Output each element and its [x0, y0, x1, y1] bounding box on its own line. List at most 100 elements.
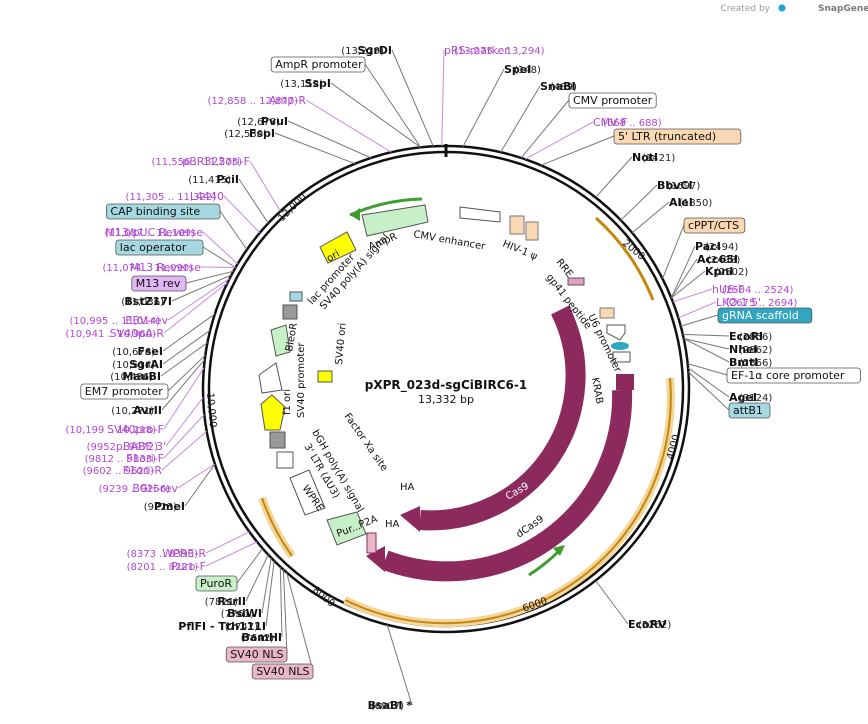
- pos-rsrii-31: (7821): [205, 597, 238, 608]
- ampr-feature: [361, 204, 429, 237]
- left-label-pbabe-3-23[interactable]: pBABE 3'(9952 .. 9972): [87, 440, 166, 453]
- right-label-ef-1-core-promoter-19[interactable]: EF-1α core promoter: [726, 367, 861, 384]
- left-label-m13-puc-reverse-10[interactable]: M13/pUC Reverse(11,087 .. 11,109): [105, 226, 204, 239]
- left-label-lac-operator-11[interactable]: lac operator: [115, 239, 204, 256]
- left-label-pcii-7[interactable]: PciI(11,415): [188, 173, 239, 186]
- box-text-cmv-promoter-3: CMV promoter: [573, 94, 653, 107]
- leader-cmv-promoter-3: [520, 99, 570, 159]
- inner-bleor: BleoR: [284, 322, 300, 352]
- left-label-sgrai-18[interactable]: SgrAI(10,514): [112, 358, 163, 371]
- name-bmti-18: BmtI: [729, 356, 758, 369]
- pos-agei-20: (3124): [739, 393, 772, 404]
- left-label-puror-30[interactable]: PuroR: [195, 575, 238, 592]
- right-label-bbvci-7[interactable]: BbvCI(1697): [657, 179, 700, 192]
- pos-cmv-f-4: (668 .. 688): [603, 118, 662, 129]
- left-label-sv40-nls-36[interactable]: SV40 NLS: [251, 663, 314, 680]
- brand-created-by: Created by: [720, 4, 770, 14]
- box-sv40-nls-36: [251, 663, 314, 680]
- left-label-rsrii-31[interactable]: RsrII(7821): [205, 595, 246, 608]
- right-label-snabi-2[interactable]: SnaBI(489): [540, 80, 577, 93]
- pos-m13-puc-reverse-10: (11,087 .. 11,109): [105, 228, 196, 239]
- right-label-ecori-16[interactable]: EcoRI(2856): [729, 330, 772, 343]
- name-sgrai-18: SgrAI: [129, 358, 163, 371]
- right-label-cppt-cts-9[interactable]: cPPT/CTS: [683, 217, 746, 234]
- leader-lines: [160, 49, 730, 706]
- right-label-grna-scaffold-15[interactable]: gRNA scaffold: [717, 307, 813, 324]
- pos-sgrdi-0: (13,229): [341, 46, 384, 57]
- right-label-alei-8[interactable]: AleI(1850): [669, 196, 712, 209]
- left-label-l4440-8[interactable]: L4440(11,305 .. 11,322): [126, 190, 225, 203]
- left-label-bamhi-34[interactable]: BamHI(7642): [241, 631, 282, 644]
- right-label-paci-10[interactable]: PacI(2494): [695, 240, 738, 253]
- name-l4440-8: L4440: [190, 190, 224, 203]
- box-text-cap-binding-site-9: CAP binding site: [110, 205, 200, 218]
- left-label-sv40pro-f-22[interactable]: SV40pro-F(10,199 .. 10,218): [66, 423, 165, 436]
- pos-nhei-17: (2862): [739, 345, 772, 356]
- left-label-bstz17i-14[interactable]: BstZ17I(11,036): [121, 295, 172, 308]
- name-bbvci-7: BbvCI: [657, 179, 693, 192]
- leader-lac-operator-11: [202, 246, 236, 268]
- left-label-bsiwi-32[interactable]: BsiWI(7761): [221, 607, 262, 620]
- left-label-bgh-rev-26[interactable]: BGH-rev(9239 .. 9256): [99, 482, 179, 495]
- right-label-5-ltr-truncated-5[interactable]: 5' LTR (truncated): [613, 128, 742, 145]
- left-label-em7-promoter-20[interactable]: EM7 promoter: [80, 383, 169, 400]
- left-label-fsei-17[interactable]: FseI(10,676): [112, 345, 163, 358]
- right-label-cmv-promoter-3[interactable]: CMV promoter: [568, 92, 657, 109]
- left-label-avrii-21[interactable]: AvrII(10,271): [111, 404, 162, 417]
- left-label-m13-reverse-12[interactable]: M13 Reverse(11,074 .. 11,090): [103, 261, 202, 274]
- left-label-pbr322ori-f-6[interactable]: pBR322ori-F(11,556 .. 11,575): [152, 155, 251, 168]
- right-label-lko-1-5-14[interactable]: LKO.1 5'(2675 .. 2694): [716, 296, 798, 309]
- left-label-ebv-rev-15[interactable]: EBV-rev(10,995 .. 11,014): [70, 314, 169, 327]
- left-label-fspi-5[interactable]: FspI(12,530): [224, 127, 275, 140]
- right-label-bmti-18[interactable]: BmtI(2866): [729, 356, 772, 369]
- right-label-noti-6[interactable]: NotI(1421): [632, 151, 675, 164]
- right-label-kpni-12[interactable]: KpnI(2502): [705, 265, 748, 278]
- leader-snabi-2: [500, 85, 541, 153]
- right-label-ecorv-22[interactable]: EcoRV(5262): [628, 618, 671, 631]
- ori-feature: [319, 231, 357, 264]
- right-label-cmv-f-4[interactable]: CMV-F(668 .. 688): [593, 116, 662, 129]
- left-label-sv40-nls-35[interactable]: SV40 NLS: [225, 646, 288, 663]
- left-label-sspi-2[interactable]: SspI(13,112): [280, 77, 331, 90]
- left-label-pflfi-tth111i-33[interactable]: PflFI - Tth111I(7747): [178, 620, 266, 633]
- left-label-puro-f-29[interactable]: Puro-F(8201 .. 8221): [127, 560, 206, 573]
- left-label-f1ori-r-25[interactable]: F1ori-R(9602 .. 9621): [83, 464, 163, 477]
- left-label-sgrdi-0[interactable]: SgrDI(13,229): [341, 44, 392, 57]
- pos-f1ori-r-25: (9602 .. 9621): [83, 466, 155, 477]
- left-label-f1ori-f-24[interactable]: F1ori-F(9812 .. 9833): [85, 452, 164, 465]
- leader-rsrii-31: [245, 554, 269, 602]
- right-label-nhei-17[interactable]: NheI(2862): [729, 343, 772, 356]
- left-label-maubi-19[interactable]: MauBI(10,436): [110, 370, 161, 383]
- left-label-m13-rev-13[interactable]: M13 rev: [131, 275, 187, 292]
- right-label-hu6-f-13[interactable]: hU6-F(2504 .. 2524): [712, 283, 794, 296]
- pos-bsiwi-32: (7761): [221, 609, 254, 620]
- pos-sspi-2: (13,112): [280, 79, 323, 90]
- leader-nhei-17: [683, 337, 730, 350]
- left-label-pvui-4[interactable]: PvuI(12,678): [237, 115, 288, 128]
- bleor-feature: [270, 324, 291, 357]
- leader-sv40-nls-36: [286, 572, 314, 672]
- left-label-amp-r-3[interactable]: Amp-R(12,858 .. 12,877): [208, 94, 307, 107]
- name-ecori-16: EcoRI: [729, 330, 763, 343]
- left-label-pmei-27[interactable]: PmeI(9223): [144, 500, 185, 513]
- right-label-prs-marker-0[interactable]: pRS-marker(13,275 .. 13,294): [444, 44, 545, 57]
- right-label-attb1-21[interactable]: attB1: [728, 402, 771, 419]
- green-arrowhead-bottom: [553, 545, 565, 556]
- leader-cppt-cts-9: [662, 224, 685, 279]
- box-text-ampr-promoter-1: AmpR promoter: [275, 58, 363, 71]
- left-label-bsabi-37[interactable]: BsaBI *(6907): [368, 699, 413, 712]
- right-label-acc65i-11[interactable]: Acc65I(2498): [697, 253, 740, 266]
- name-bsabi-37: BsaBI *: [368, 699, 413, 712]
- left-label-ampr-promoter-1[interactable]: AmpR promoter: [270, 56, 366, 73]
- box-text-5-ltr-truncated-5: 5' LTR (truncated): [618, 130, 716, 143]
- right-label-spei-1[interactable]: SpeI(148): [504, 63, 541, 76]
- box-ef-1-core-promoter-19: [726, 367, 861, 384]
- box-text-lac-operator-11: lac operator: [120, 241, 187, 254]
- left-label-sv40pa-r-16[interactable]: SV40pA-R(10,941 .. 10,960): [66, 327, 165, 340]
- pos-noti-6: (1421): [642, 153, 675, 164]
- left-label-cap-binding-site-9[interactable]: CAP binding site: [106, 203, 221, 220]
- left-label-wpre-r-28[interactable]: WPRE-R(8373 .. 8393): [127, 547, 207, 560]
- right-label-agei-20[interactable]: AgeI(3124): [729, 391, 772, 404]
- pos-kpni-12: (2502): [715, 267, 748, 278]
- leader-alei-8: [631, 201, 670, 234]
